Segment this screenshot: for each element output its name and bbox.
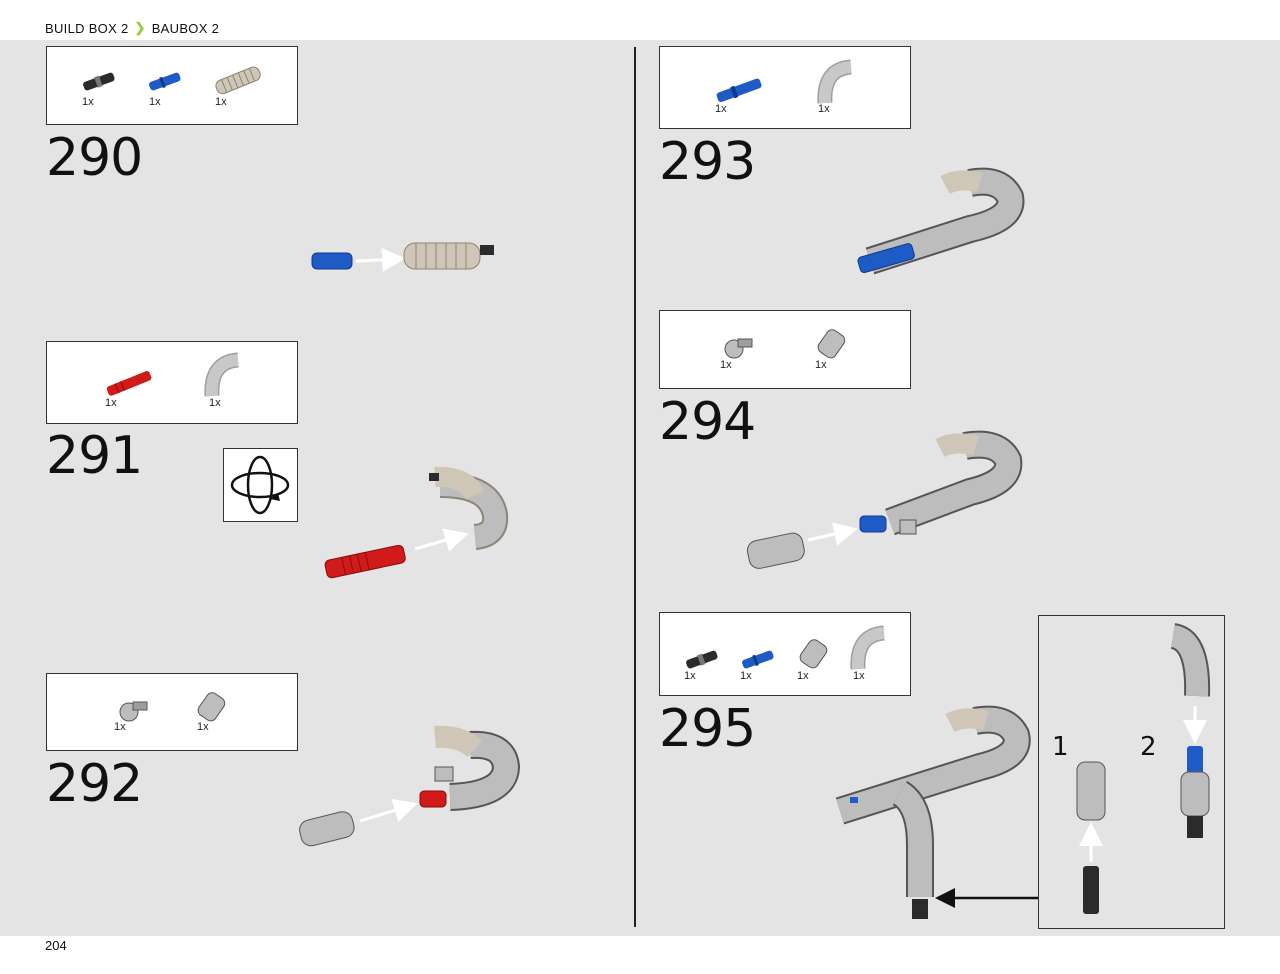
part-qty: 1x bbox=[740, 670, 752, 682]
part-qty: 1x bbox=[720, 359, 732, 371]
rotate-model-icon bbox=[230, 455, 290, 515]
part-qty: 1x bbox=[215, 96, 227, 108]
page-number: 204 bbox=[45, 938, 67, 953]
part-qty: 1x bbox=[105, 397, 117, 409]
parts-callout-291: 1x 1x bbox=[46, 341, 298, 424]
step-number: 295 bbox=[659, 699, 756, 759]
parts-callout-290: 1x 1x 1x bbox=[46, 46, 298, 125]
parts-callout-292: 1x 1x bbox=[46, 673, 298, 751]
flex-ribbed-hose-icon bbox=[215, 66, 261, 95]
part-qty: 1x bbox=[818, 103, 830, 115]
step-293-illustration bbox=[857, 167, 1025, 275]
substep-label: 2 bbox=[1140, 732, 1157, 762]
substep-illustration bbox=[1076, 623, 1211, 914]
step-292-illustration bbox=[299, 725, 520, 847]
callout-arrow bbox=[935, 888, 1038, 908]
tube-connector-icon bbox=[817, 329, 846, 359]
header-build-box: BUILD BOX 2 bbox=[45, 20, 129, 36]
header-baubox: BAUBOX 2 bbox=[151, 20, 220, 36]
part-qty: 1x bbox=[82, 96, 94, 108]
tube-connector-icon bbox=[799, 639, 828, 669]
parts-callout-293: 1x 1x bbox=[659, 46, 911, 129]
step-number: 292 bbox=[46, 754, 143, 814]
part-qty: 1x bbox=[815, 359, 827, 371]
step-295-illustration bbox=[835, 705, 1031, 919]
column-divider bbox=[634, 47, 636, 927]
step-291-illustration bbox=[324, 466, 509, 579]
part-qty: 1x bbox=[684, 670, 696, 682]
step-number: 291 bbox=[46, 426, 143, 486]
substep-callout: 1 2 bbox=[1038, 615, 1225, 929]
red-axle-pin-icon bbox=[106, 371, 152, 396]
step-number: 293 bbox=[659, 132, 756, 192]
part-qty: 1x bbox=[853, 670, 865, 682]
curved-tube-icon bbox=[204, 352, 240, 397]
part-qty: 1x bbox=[114, 721, 126, 733]
tube-connector-icon bbox=[197, 692, 226, 722]
step-294-illustration bbox=[746, 430, 1023, 569]
step-number: 290 bbox=[46, 128, 143, 188]
step-290-illustration bbox=[311, 242, 494, 272]
curved-tube-icon bbox=[817, 59, 853, 104]
curved-tube-icon bbox=[850, 625, 886, 670]
part-qty: 1x bbox=[197, 721, 209, 733]
blue-axle-pin-icon bbox=[716, 78, 762, 103]
parts-callout-294: 1x 1x bbox=[659, 310, 911, 389]
axle-connector-icon bbox=[724, 338, 753, 359]
rotate-model-callout bbox=[223, 448, 298, 522]
breadcrumb: BUILD BOX 2 ❯ BAUBOX 2 bbox=[45, 20, 219, 36]
blue-axle-pin-icon bbox=[742, 650, 774, 669]
part-qty: 1x bbox=[149, 96, 161, 108]
part-qty: 1x bbox=[209, 397, 221, 409]
axle-connector-icon bbox=[119, 701, 148, 722]
step-number: 294 bbox=[659, 392, 756, 452]
chevron-right-icon: ❯ bbox=[134, 20, 146, 35]
part-qty: 1x bbox=[797, 670, 809, 682]
parts-callout-295: 1x 1x 1x 1x bbox=[659, 612, 911, 696]
black-connector-pin-icon bbox=[686, 650, 718, 669]
blue-axle-pin-icon bbox=[149, 72, 181, 91]
substep-label: 1 bbox=[1052, 732, 1069, 762]
part-qty: 1x bbox=[715, 103, 727, 115]
black-connector-pin-icon bbox=[83, 72, 115, 91]
